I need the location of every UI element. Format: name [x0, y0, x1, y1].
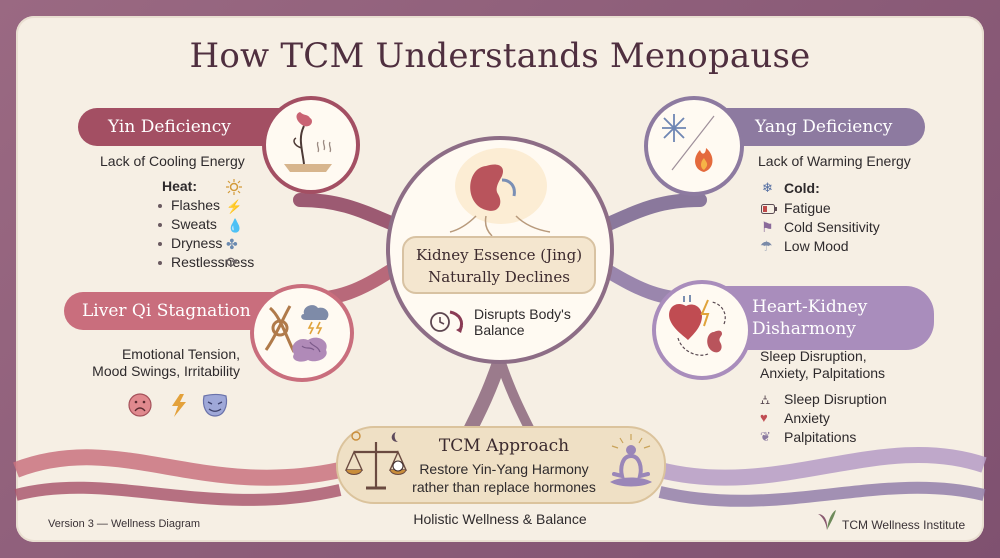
heart-symptom-list: Sleep Disruption Anxiety Palpitations	[784, 390, 887, 447]
footer-brand: TCM Wellness Institute	[842, 518, 966, 532]
symptom-restlessness: Restlessness	[171, 254, 255, 270]
balance-scale-icon	[344, 431, 408, 490]
heart-title-2: Disharmony	[752, 319, 856, 339]
sad-face-icon	[128, 393, 152, 417]
heart-line-1: Sleep Disruption,	[760, 348, 867, 364]
liver-title: Liver Qi Stagnation	[82, 301, 251, 321]
liver-line-2: Mood Swings, Irritability	[92, 363, 240, 379]
list-item: Flashes	[158, 196, 254, 215]
sun-icon	[226, 179, 242, 195]
holistic-text: Holistic Wellness & Balance	[413, 511, 587, 527]
approach-desc: Restore Yin-Yang Harmony rather than rep…	[400, 460, 608, 496]
symptom-flashes: Flashes	[171, 197, 221, 213]
yang-title: Yang Deficiency	[755, 117, 893, 137]
symptom-low-mood: Low Mood	[784, 238, 849, 254]
list-item: Palpitations	[784, 428, 887, 447]
liver-desc: Emotional Tension, Mood Swings, Irritabi…	[80, 346, 240, 380]
heart-line-2: Anxiety, Palpitations	[760, 365, 886, 381]
cycle-icon: ⟳	[226, 254, 238, 270]
kidney-icon	[449, 148, 551, 237]
symptom-sleep-disruption: Sleep Disruption	[784, 391, 887, 407]
disrupt-line-1: Disrupts Body's	[474, 306, 571, 322]
liver-icon-circle	[250, 284, 354, 382]
center-line-2: Naturally Declines	[428, 268, 570, 286]
symptom-sweats: Sweats	[171, 216, 217, 232]
page-title: How TCM Understands Menopause	[189, 36, 811, 76]
heart-title-1: Heart-Kidney	[752, 297, 868, 317]
list-item: Restlessness	[158, 253, 254, 272]
meditation-icon	[610, 434, 652, 487]
symptom-cold-sensitivity: Cold Sensitivity	[784, 219, 880, 235]
angry-bolt-icon	[172, 394, 186, 417]
droplet-icon: 💧	[227, 218, 244, 233]
approach-line-1: Restore Yin-Yang Harmony	[419, 461, 589, 477]
butterfly-icon: ❦	[760, 429, 771, 444]
heat-label: Heat:	[162, 178, 198, 194]
bed-icon: ⛼	[760, 392, 771, 407]
leaf-logo-icon	[818, 510, 836, 530]
yin-subtitle: Lack of Cooling Energy	[100, 153, 245, 169]
lightning-icon: ⚡	[226, 199, 243, 214]
scarf-icon: ⚑	[761, 219, 774, 235]
fan-icon: ✤	[226, 236, 238, 252]
symptom-anxiety: Anxiety	[784, 410, 830, 426]
rain-cloud-icon: ☂	[760, 238, 773, 254]
center-label-box: Kidney Essence (Jing) Naturally Declines	[402, 236, 596, 294]
wilting-flower-icon	[284, 112, 332, 172]
symptom-palpitations: Palpitations	[784, 429, 857, 445]
disrupt-line-2: Balance	[474, 322, 525, 338]
symptom-dryness: Dryness	[171, 235, 223, 251]
snowflake-fire-icon	[662, 114, 715, 172]
heart-desc: Sleep Disruption, Anxiety, Palpitations	[760, 348, 885, 382]
center-line-1: Kidney Essence (Jing)	[415, 246, 583, 264]
yang-subtitle: Lack of Warming Energy	[758, 153, 911, 169]
list-item: Sweats	[158, 215, 254, 234]
heartbeat-icon: ♥	[760, 410, 768, 425]
approach-box	[336, 426, 666, 504]
yin-symptom-list: Flashes Sweats Dryness Restlessness	[158, 196, 254, 272]
yin-icon-circle	[262, 96, 360, 194]
liver-line-1: Emotional Tension,	[121, 346, 240, 362]
snowflake-small-icon: ❄	[762, 180, 773, 195]
disrupt-text: Disrupts Body's Balance	[474, 306, 571, 338]
yin-title: Yin Deficiency	[108, 117, 231, 137]
approach-line-2: rather than replace hormones	[412, 479, 596, 495]
mood-icons	[128, 393, 228, 417]
yang-symptom-list: Fatigue Cold Sensitivity Low Mood	[784, 199, 880, 256]
list-item: Fatigue	[784, 199, 880, 218]
heart-icon-circle	[652, 280, 752, 380]
list-item: Sleep Disruption	[784, 390, 887, 409]
cold-label: Cold:	[784, 180, 820, 196]
approach-title: TCM Approach	[438, 436, 570, 456]
yang-icon-circle	[644, 96, 744, 196]
symptom-fatigue: Fatigue	[784, 200, 831, 216]
theater-mask-icon	[202, 393, 228, 417]
knot-storm-brain-icon	[264, 305, 329, 362]
clock-arrow-icon	[430, 310, 464, 333]
list-item: Low Mood	[784, 237, 880, 256]
list-item: Anxiety	[784, 409, 887, 428]
list-item: Cold Sensitivity	[784, 218, 880, 237]
list-item: Dryness	[158, 234, 254, 253]
battery-low-icon	[761, 204, 777, 214]
footer-version: Version 3 — Wellness Diagram	[48, 518, 201, 530]
heart-kidney-icon	[669, 295, 726, 356]
